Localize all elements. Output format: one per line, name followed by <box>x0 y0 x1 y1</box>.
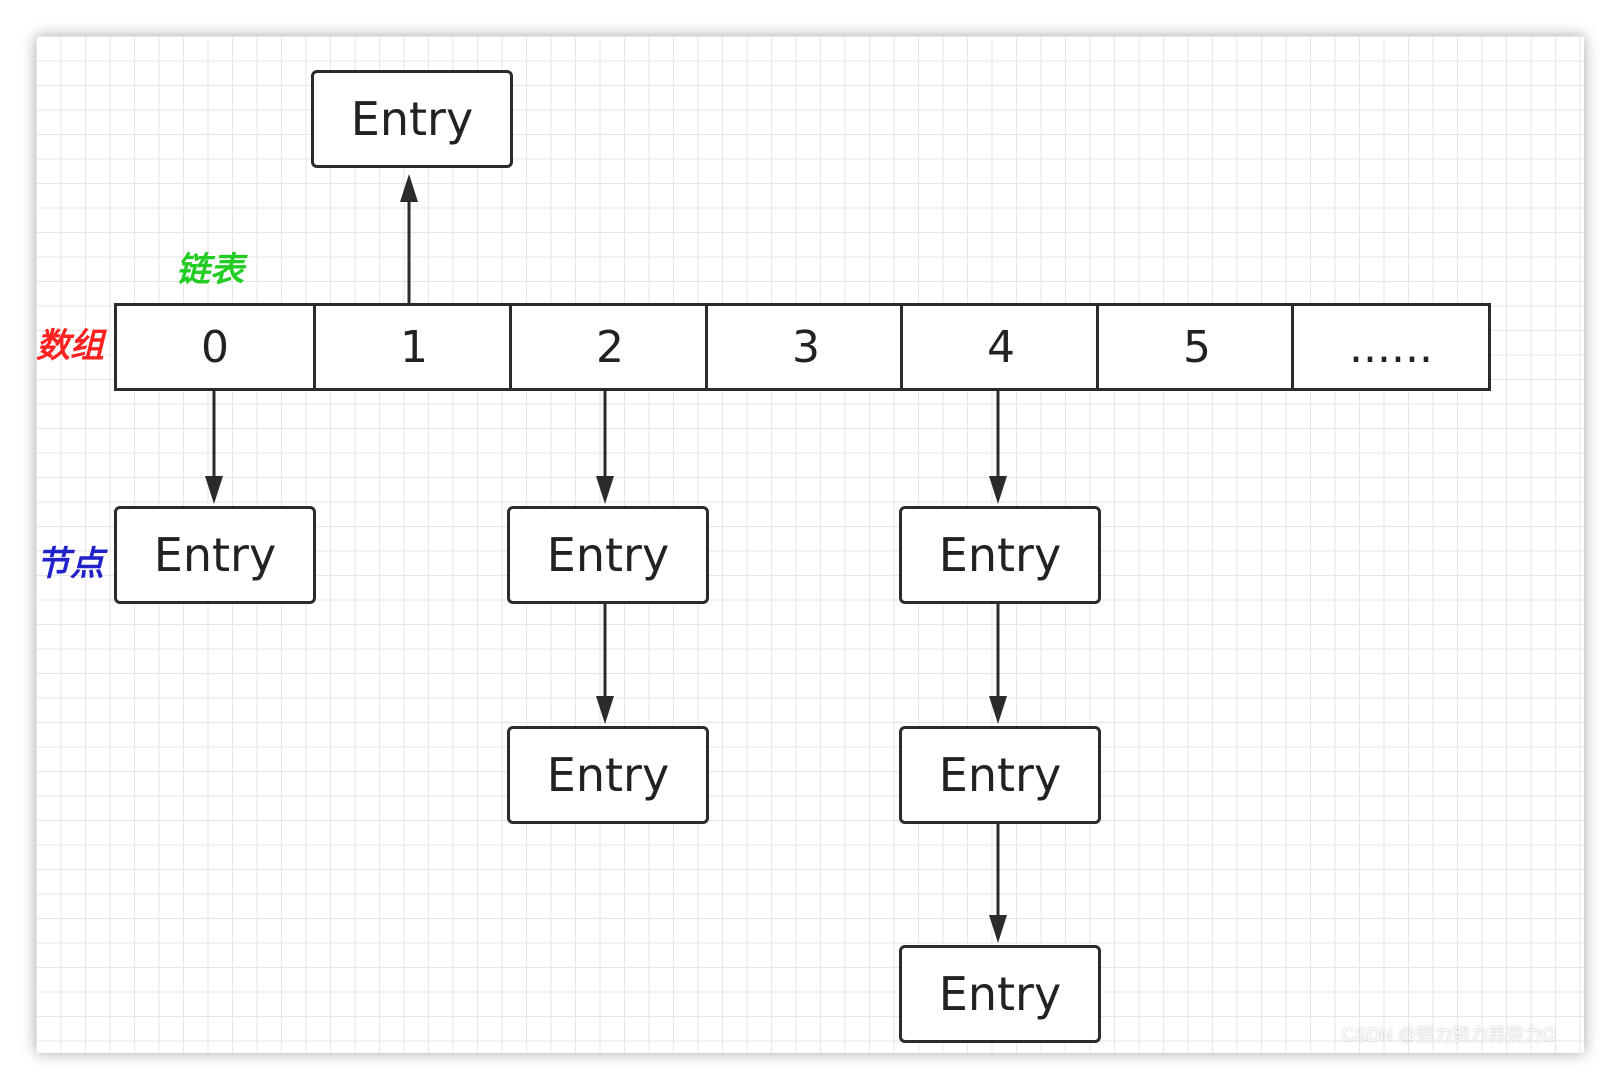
array-label: 数组 <box>36 326 104 366</box>
entry-node: Entry <box>311 70 513 168</box>
arrow-down <box>989 604 1007 724</box>
node-label: 节点 <box>36 544 104 584</box>
arrow-down <box>989 391 1007 504</box>
array-cell-3: 3 <box>705 303 907 391</box>
entry-node: Entry <box>114 506 316 604</box>
entry-node: Entry <box>899 506 1101 604</box>
arrow-down <box>596 604 614 724</box>
entry-node: Entry <box>507 726 709 824</box>
watermark: CSDN @努力努力再努力G <box>1341 1025 1556 1045</box>
array-cell-more: ...... <box>1291 303 1491 391</box>
array-cell-2: 2 <box>509 303 711 391</box>
arrow-down <box>205 391 223 504</box>
arrow-down <box>596 391 614 504</box>
entry-node: Entry <box>899 726 1101 824</box>
entry-node: Entry <box>507 506 709 604</box>
array-cell-0: 0 <box>114 303 316 391</box>
diagram-canvas: 数组 链表 节点 0 1 2 3 4 5 ...... Entry Entry … <box>36 36 1584 1053</box>
array-cell-4: 4 <box>900 303 1102 391</box>
array-cell-5: 5 <box>1096 303 1298 391</box>
array-cell-1: 1 <box>313 303 515 391</box>
arrow-up <box>400 174 418 303</box>
entry-node: Entry <box>899 945 1101 1043</box>
arrow-down <box>989 824 1007 943</box>
linked-list-label: 链表 <box>176 250 244 290</box>
